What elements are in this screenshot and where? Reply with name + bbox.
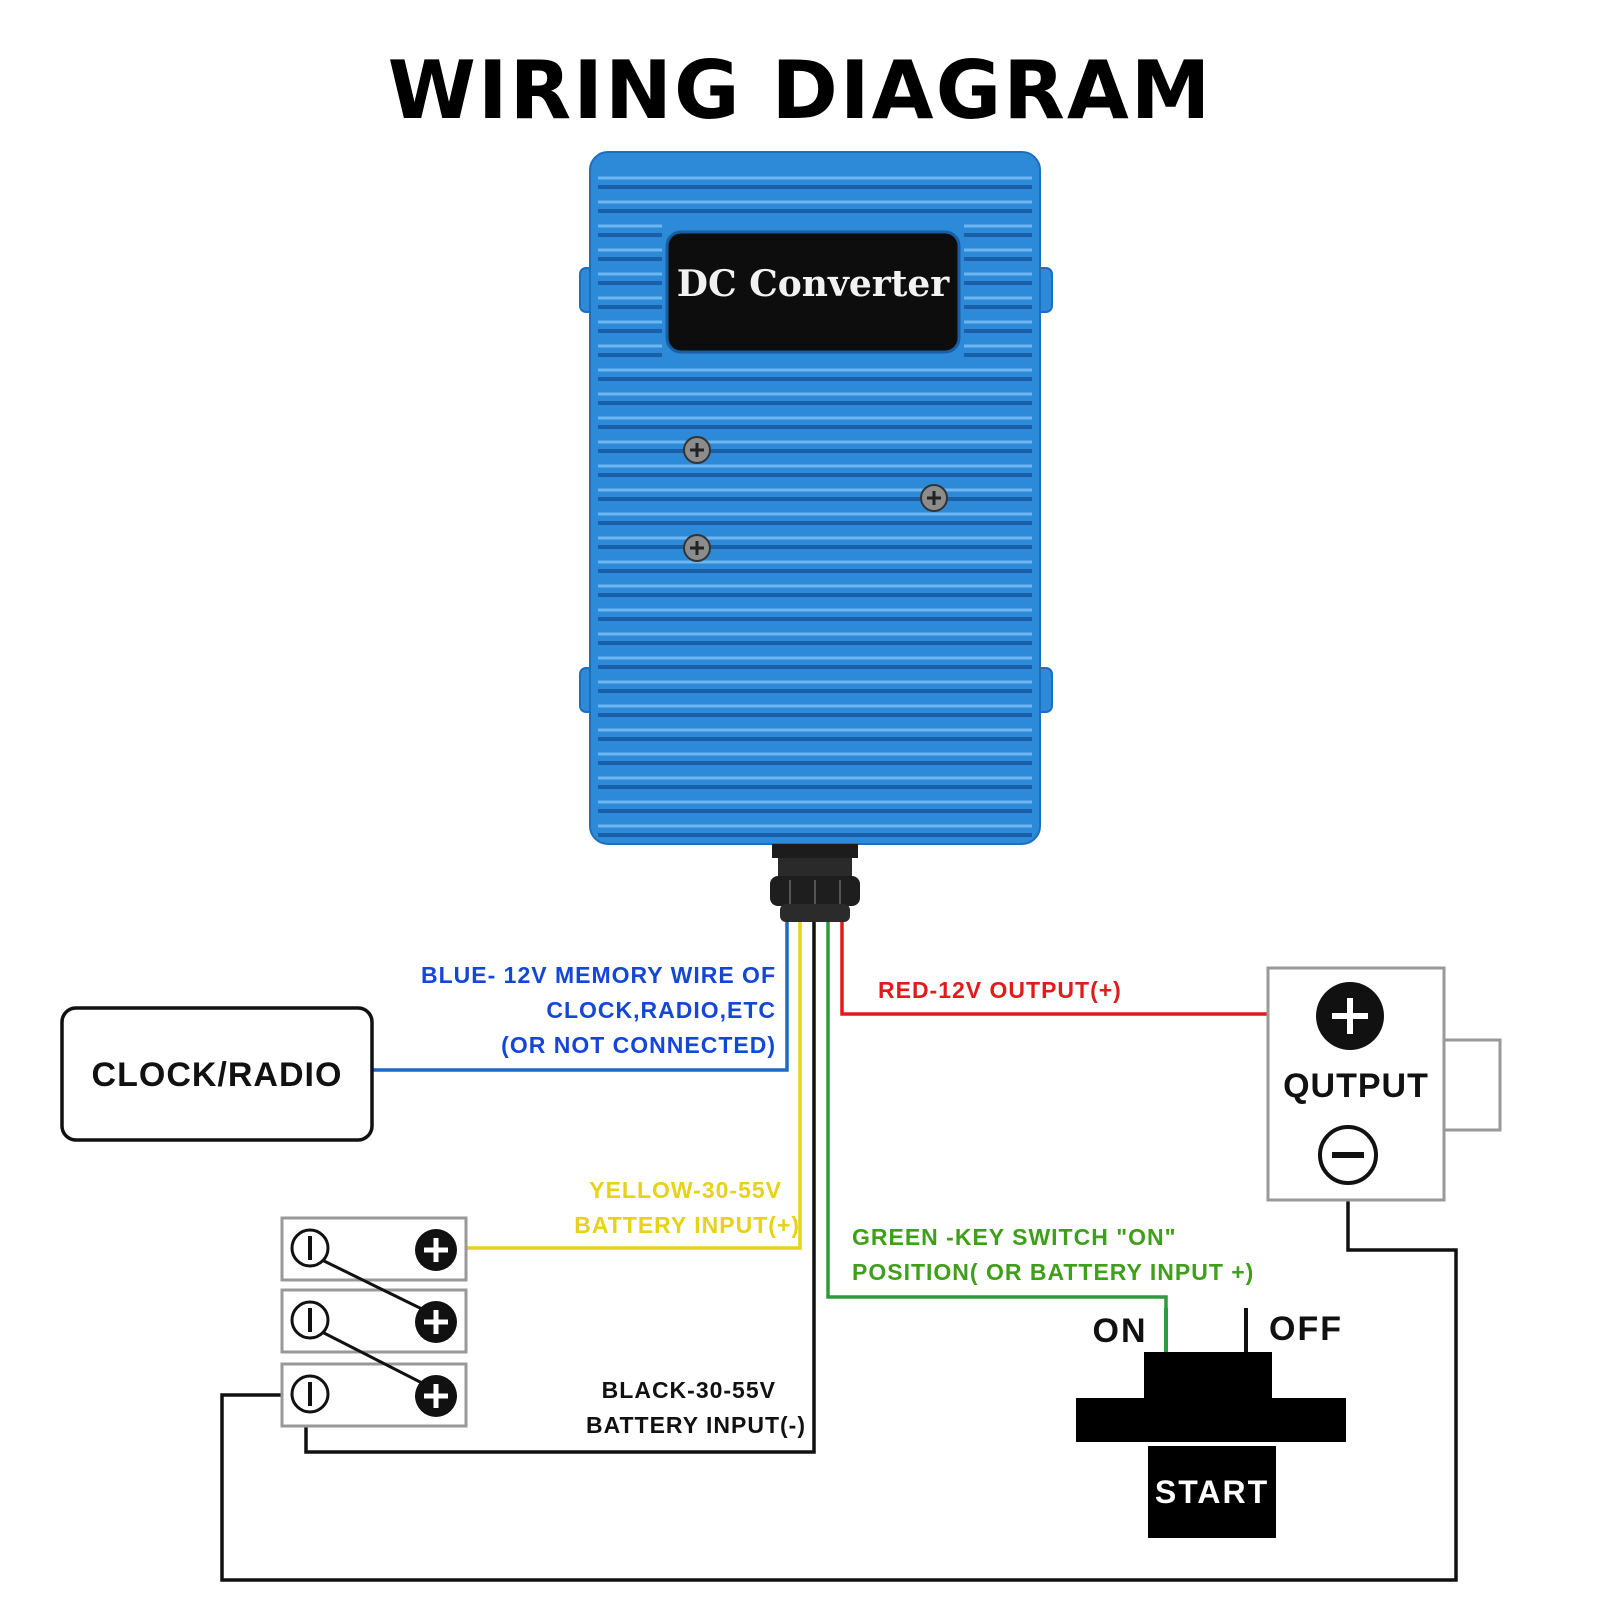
output-box: QUTPUT (1266, 966, 1502, 1202)
clock-radio-box (60, 1006, 374, 1142)
clock-radio-label: CLOCK/RADIO (92, 1056, 343, 1094)
diagram-title: WIRING DIAGRAM (388, 44, 1213, 137)
screw (683, 436, 711, 464)
series-jumper (321, 1258, 425, 1312)
label-line: BLACK-30-55V (602, 1377, 776, 1403)
label-line: YELLOW-30-55V (589, 1177, 782, 1203)
switch-head (1144, 1352, 1272, 1404)
key-switch: ON OFF START (1076, 1308, 1346, 1538)
output-label: QUTPUT (1283, 1067, 1429, 1105)
dc-converter: DC Converter (579, 151, 1053, 922)
label-line: POSITION( OR BATTERY INPUT +) (852, 1259, 1254, 1285)
red-wire (840, 918, 1310, 1016)
screw (920, 484, 948, 512)
yellow-wire-label: YELLOW-30-55V BATTERY INPUT(+) (574, 1177, 800, 1238)
device-label: DC Converter (677, 263, 951, 305)
black-wire-label: BLACK-30-55V BATTERY INPUT(-) (586, 1377, 806, 1438)
label-line: (OR NOT CONNECTED) (501, 1032, 776, 1058)
label-line: BLUE- 12V MEMORY WIRE OF (421, 962, 776, 988)
switch-start-block (1148, 1446, 1276, 1538)
return-ground-wire (220, 1175, 1458, 1582)
blue-wire (373, 918, 789, 1072)
cable-gland (770, 844, 860, 922)
switch-off-label: OFF (1269, 1310, 1343, 1348)
label-plate (665, 230, 961, 354)
yellow-wire (436, 918, 802, 1250)
cooling-fins (598, 176, 1032, 837)
battery-stack (280, 1216, 468, 1428)
switch-start-label: START (1155, 1474, 1269, 1510)
red-wire-label: RED-12V OUTPUT(+) (878, 977, 1122, 1003)
label-line: GREEN -KEY SWITCH "ON" (852, 1224, 1177, 1250)
screw (683, 534, 711, 562)
wires (220, 918, 1458, 1582)
switch-on-label: ON (1093, 1312, 1148, 1350)
blue-wire-label: BLUE- 12V MEMORY WIRE OF CLOCK,RADIO,ETC… (421, 962, 776, 1058)
output-side-tab (1440, 1038, 1502, 1132)
switch-body (1076, 1398, 1346, 1442)
label-line: RED-12V OUTPUT(+) (878, 977, 1122, 1003)
label-line: BATTERY INPUT(+) (574, 1212, 800, 1238)
label-line: BATTERY INPUT(-) (586, 1412, 806, 1438)
series-jumper (321, 1330, 425, 1386)
green-wire-label: GREEN -KEY SWITCH "ON" POSITION( OR BATT… (852, 1224, 1254, 1285)
label-line: CLOCK,RADIO,ETC (546, 997, 776, 1023)
